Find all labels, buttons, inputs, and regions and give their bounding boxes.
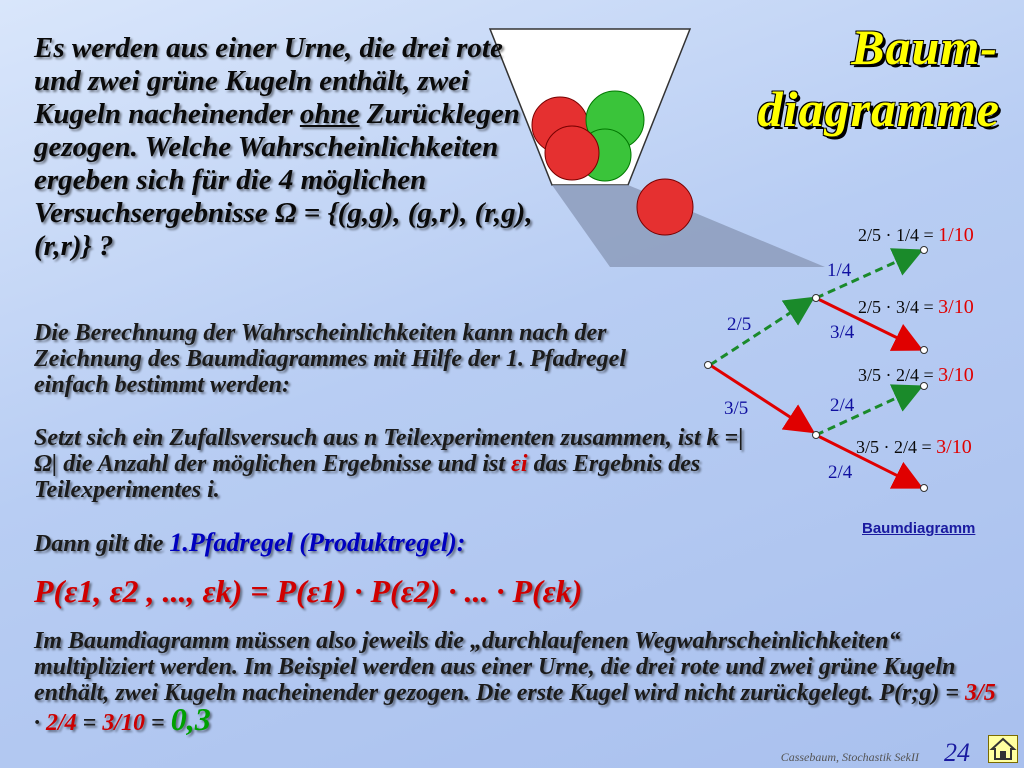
- branch-gg: [815, 248, 924, 300]
- result-gr: 2/5 · 3/4 = 3/10: [858, 296, 974, 318]
- omega-set: Ω = {(g,g), (g,r), (r,g), (r,r)} ?: [34, 197, 533, 262]
- product-rule-formula: P(ε1, ε2 , ..., εk) = P(ε1) · P(ε2) · ..…: [34, 573, 583, 609]
- branch-rr: [815, 433, 924, 489]
- footer-author: Cassebaum, Stochastik SekII: [780, 750, 919, 764]
- branch-gr: [815, 296, 924, 351]
- paragraph-3: Dann gilt die 1.Pfadregel (Produktregel)…: [34, 528, 466, 558]
- prob-label-rr: 2/4: [828, 462, 853, 483]
- prob-label-first-green: 2/5: [727, 314, 752, 335]
- paragraph-4: Im Baumdiagramm müssen also jeweils die …: [34, 628, 996, 737]
- branch-rg: [815, 384, 924, 437]
- urn-illustration: [488, 28, 825, 267]
- title-line-2: diagramme: [757, 81, 1000, 137]
- prob-label-gg: 1/4: [827, 260, 852, 281]
- red-ball: [636, 178, 694, 236]
- result-rr: 3/5 · 2/4 = 3/10: [856, 436, 972, 458]
- prob-label-gr: 3/4: [830, 322, 855, 343]
- tree-node: [812, 294, 820, 302]
- home-icon: [989, 737, 1017, 760]
- page-number: 24: [944, 738, 970, 767]
- tree-diagram: [704, 246, 928, 492]
- paragraph-2: Setzt sich ein Zufallsversuch aus n Teil…: [34, 425, 744, 503]
- tree-leaf: [920, 346, 928, 354]
- red-ball: [544, 125, 600, 181]
- result-gg: 2/5 · 1/4 = 1/10: [858, 224, 974, 246]
- tree-node: [812, 431, 820, 439]
- intro-text: Es werden aus einer Urne, die drei rote …: [34, 32, 533, 262]
- paragraph-1: Die Berechnung der Wahrscheinlichkeiten …: [34, 320, 626, 398]
- tree-leaf: [920, 382, 928, 390]
- result-rg: 3/5 · 2/4 = 3/10: [858, 364, 974, 386]
- baumdiagramm-link[interactable]: Baumdiagramm: [862, 520, 976, 537]
- urn-chute: [552, 185, 825, 267]
- tree-root-node: [704, 361, 712, 369]
- tree-leaf: [920, 246, 928, 254]
- prob-label-rg: 2/4: [830, 395, 855, 416]
- branch-red-1: [709, 363, 816, 434]
- prob-label-first-red: 3/5: [724, 398, 749, 419]
- title-line-1: Baum-: [851, 19, 998, 75]
- branch-green-1: [709, 296, 816, 367]
- tree-leaf: [920, 484, 928, 492]
- home-button[interactable]: [988, 735, 1018, 763]
